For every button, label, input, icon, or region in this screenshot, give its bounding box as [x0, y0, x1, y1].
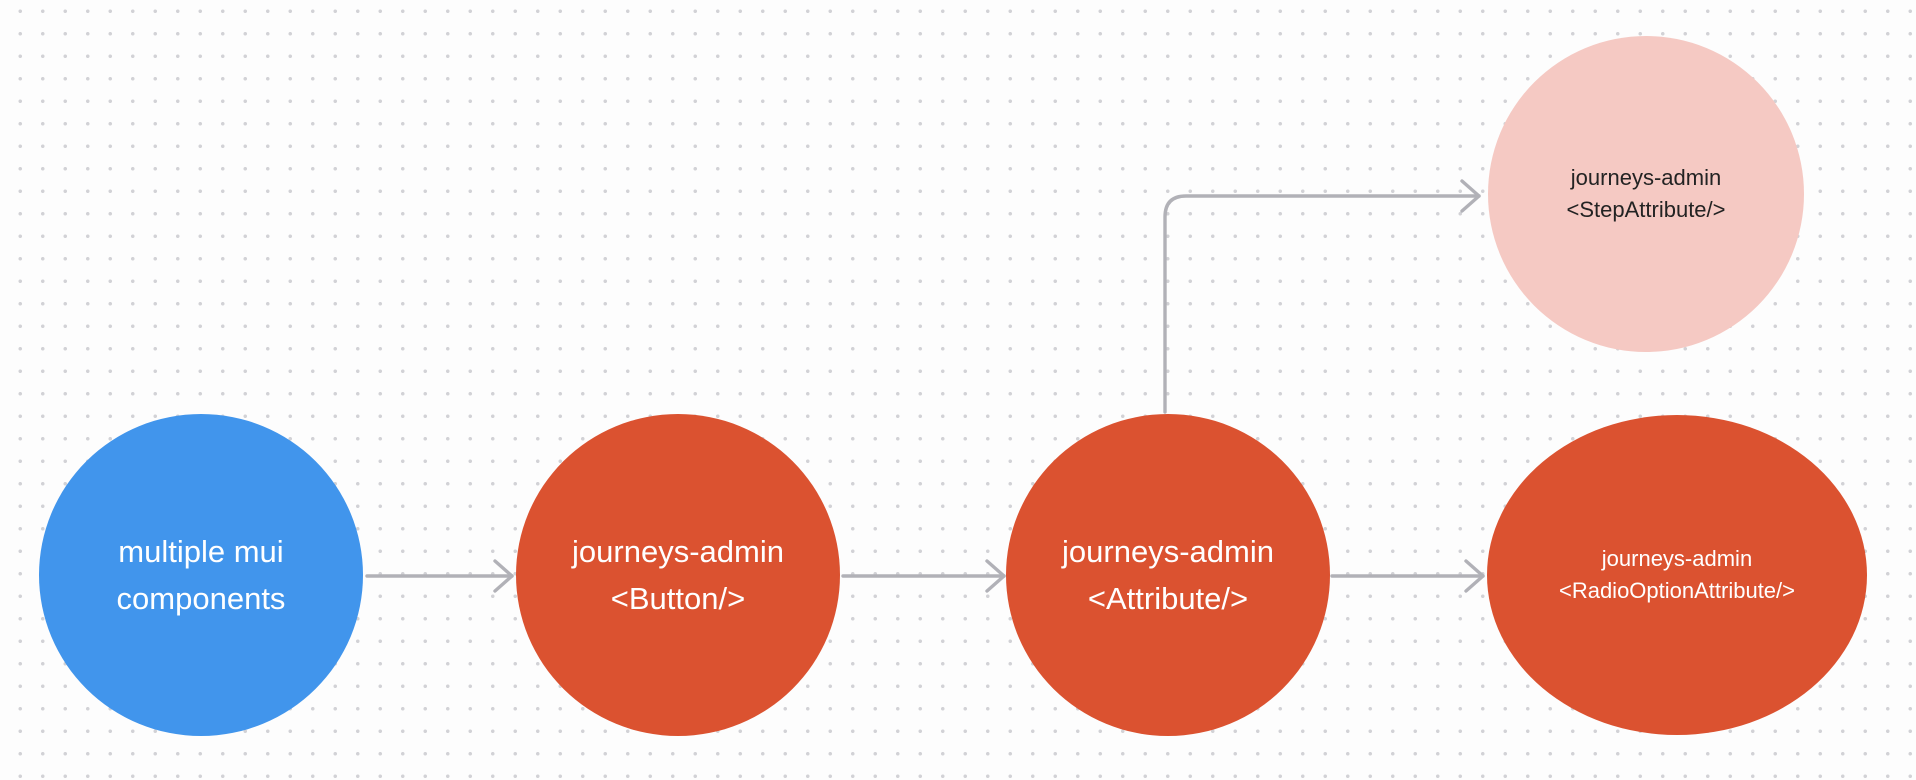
node-label-line2: <StepAttribute/>	[1566, 197, 1726, 222]
node-label-line1: journeys-admin	[1062, 534, 1274, 569]
node-label-line1: journeys-admin	[1570, 165, 1722, 190]
edge-button-to-attribute[interactable]	[841, 559, 1006, 593]
arrowhead-icon	[985, 559, 1006, 593]
node-label-line1: multiple mui	[118, 534, 284, 569]
arrowhead-icon	[1460, 179, 1481, 213]
node-label: multiple mui components	[117, 528, 286, 622]
node-journeys-admin-attribute[interactable]: journeys-admin <Attribute/>	[1006, 414, 1330, 736]
node-label: journeys-admin <Button/>	[572, 528, 784, 622]
node-label-line2: components	[116, 581, 286, 616]
node-label: journeys-admin <Attribute/>	[1062, 528, 1274, 622]
node-label-line2: <Attribute/>	[1087, 581, 1249, 616]
edge-mui-to-button[interactable]	[365, 559, 514, 593]
node-multiple-mui-components[interactable]: multiple mui components	[39, 414, 363, 736]
node-journeys-admin-radio-option-attribute[interactable]: journeys-admin <RadioOptionAttribute/>	[1487, 415, 1867, 735]
arrowhead-icon	[1464, 559, 1485, 593]
node-label-line2: <RadioOptionAttribute/>	[1558, 578, 1796, 603]
node-label-line2: <Button/>	[610, 581, 746, 616]
node-label: journeys-admin <RadioOptionAttribute/>	[1559, 543, 1795, 607]
edge-attribute-to-radio-option-attribute[interactable]	[1330, 559, 1485, 593]
node-label: journeys-admin <StepAttribute/>	[1567, 162, 1726, 226]
arrowhead-icon	[493, 559, 514, 593]
node-journeys-admin-step-attribute[interactable]: journeys-admin <StepAttribute/>	[1488, 36, 1804, 352]
node-label-line1: journeys-admin	[572, 534, 784, 569]
node-journeys-admin-button[interactable]: journeys-admin <Button/>	[516, 414, 840, 736]
edge-attribute-to-step-attribute[interactable]	[1163, 179, 1481, 414]
node-label-line1: journeys-admin	[1601, 546, 1753, 571]
